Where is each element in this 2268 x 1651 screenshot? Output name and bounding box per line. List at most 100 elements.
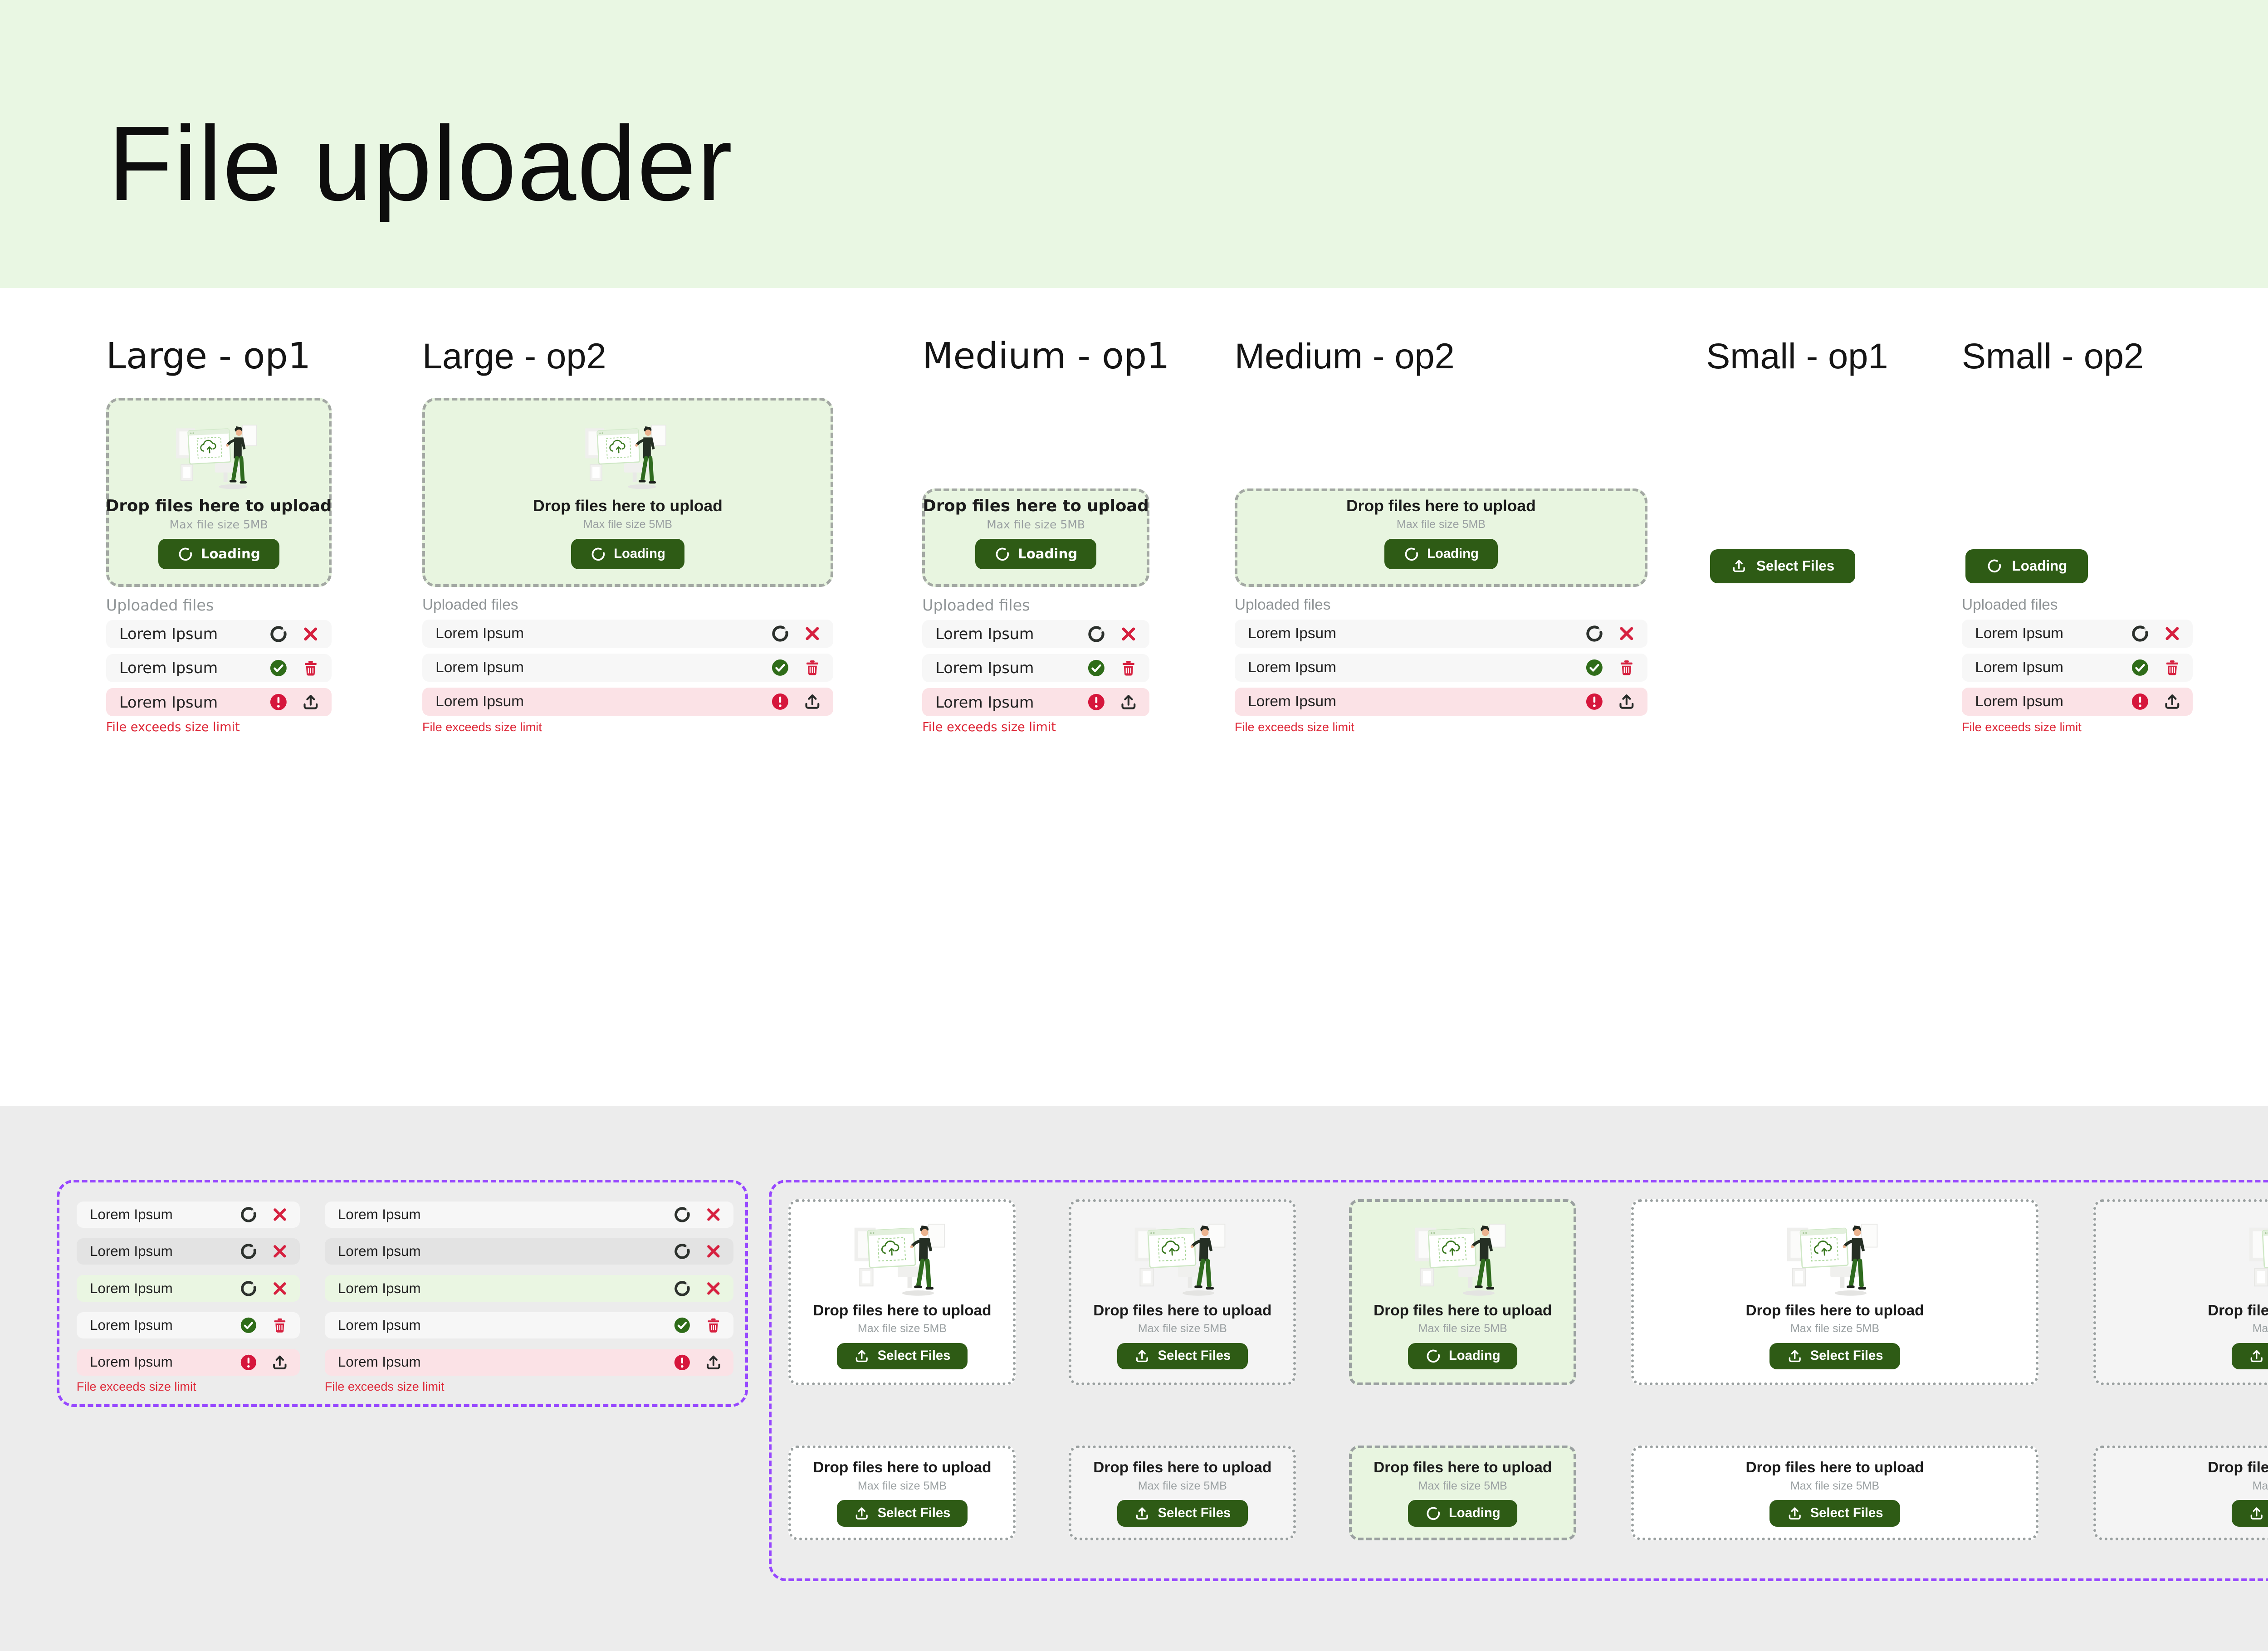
- upload-icon[interactable]: [704, 1353, 723, 1372]
- upload-icon: [1134, 1505, 1150, 1521]
- upload-icon[interactable]: [301, 693, 320, 712]
- select-files-button[interactable]: Select Files: [836, 1343, 968, 1370]
- select-files-button[interactable]: Select Files: [836, 1500, 968, 1527]
- trash-icon[interactable]: [1617, 658, 1636, 677]
- file-row: Lorem Ipsum: [324, 1201, 734, 1228]
- upload-icon[interactable]: [1617, 692, 1636, 711]
- loading-button[interactable]: Loading: [571, 538, 684, 569]
- uploaded-files-label: Uploaded files: [1961, 596, 2058, 613]
- spinner-icon: [1425, 1348, 1441, 1364]
- close-icon[interactable]: [271, 1242, 289, 1260]
- trash-icon[interactable]: [1119, 659, 1138, 678]
- spinner-icon: [1425, 1505, 1441, 1521]
- close-icon[interactable]: [704, 1242, 723, 1260]
- error-circle-icon: [771, 692, 790, 711]
- button-label: Select Files: [1158, 1505, 1231, 1520]
- file-name: Lorem Ipsum: [1975, 659, 2063, 676]
- dropzone-subtitle: Max file size 5MB: [2252, 1322, 2268, 1335]
- loading-button[interactable]: Loading: [158, 538, 279, 569]
- file-row: Lorem Ipsum: [922, 620, 1150, 649]
- button-label: Select Files: [1158, 1348, 1231, 1363]
- button-label: Select Files: [877, 1505, 951, 1520]
- file-name: Lorem Ipsum: [90, 1280, 173, 1296]
- file-row: Lorem Ipsum: [106, 654, 332, 683]
- trash-icon[interactable]: [803, 658, 822, 677]
- loading-button[interactable]: Loading: [1408, 1500, 1518, 1527]
- error-circle-icon: [269, 693, 288, 712]
- upload-icon[interactable]: [2163, 692, 2182, 711]
- uploaded-files-label: Uploaded files: [422, 596, 518, 613]
- close-icon[interactable]: [704, 1280, 723, 1298]
- loading-button[interactable]: Loading: [1965, 549, 2088, 583]
- file-row: Lorem Ipsum: [106, 688, 332, 717]
- uploaded-files-label: Uploaded files: [922, 596, 1030, 614]
- upload-icon: [1787, 1348, 1803, 1364]
- close-icon[interactable]: [301, 625, 320, 644]
- error-caption: File exceeds size limit: [1234, 719, 1354, 734]
- trash-icon[interactable]: [704, 1316, 723, 1334]
- spinner-icon: [1087, 625, 1106, 644]
- upload-icon[interactable]: [803, 692, 822, 711]
- select-files-button[interactable]: Select Files: [2231, 1343, 2268, 1370]
- file-row: Lorem Ipsum: [76, 1312, 300, 1339]
- error-circle-icon: [1087, 693, 1106, 712]
- spinner-icon: [994, 546, 1010, 562]
- dropzone-title: Drop files here to upload: [105, 497, 332, 516]
- close-icon[interactable]: [704, 1206, 723, 1224]
- error-circle-icon: [1585, 692, 1604, 711]
- trash-icon[interactable]: [271, 1316, 289, 1334]
- loading-button[interactable]: Loading: [975, 538, 1096, 569]
- close-icon[interactable]: [803, 624, 822, 643]
- check-circle-icon: [240, 1316, 258, 1334]
- upload-icon[interactable]: [271, 1353, 289, 1372]
- file-name: Lorem Ipsum: [935, 625, 1034, 643]
- loading-button[interactable]: Loading: [1408, 1343, 1518, 1370]
- file-row: Lorem Ipsum: [324, 1275, 734, 1302]
- dropzone-title: Drop files here to upload: [923, 497, 1149, 516]
- select-files-button[interactable]: Select Files: [1710, 549, 1856, 583]
- loading-button[interactable]: Loading: [1384, 538, 1498, 569]
- trash-icon[interactable]: [2163, 658, 2182, 677]
- check-circle-icon: [673, 1316, 691, 1334]
- button-label: Select Files: [877, 1348, 951, 1363]
- select-files-button[interactable]: Select Files: [2231, 1500, 2268, 1527]
- close-icon[interactable]: [2163, 624, 2182, 643]
- file-row: Lorem Ipsum: [922, 654, 1150, 683]
- trash-icon[interactable]: [301, 659, 320, 678]
- upload-icon: [1787, 1505, 1803, 1521]
- page-header: File uploader: [0, 0, 2268, 288]
- button-label: Select Files: [1756, 558, 1835, 574]
- upload-icon[interactable]: [1119, 693, 1138, 712]
- error-circle-icon: [673, 1353, 691, 1372]
- error-circle-icon: [2131, 692, 2150, 711]
- close-icon[interactable]: [271, 1280, 289, 1298]
- upload-icon: [854, 1348, 870, 1364]
- select-files-button[interactable]: Select Files: [1769, 1343, 1901, 1370]
- close-icon[interactable]: [1617, 624, 1636, 643]
- close-icon[interactable]: [271, 1206, 289, 1224]
- select-files-button[interactable]: Select Files: [1769, 1500, 1901, 1527]
- file-name: Lorem Ipsum: [935, 659, 1034, 677]
- select-files-button[interactable]: Select Files: [1117, 1500, 1248, 1527]
- close-icon[interactable]: [1119, 625, 1138, 644]
- select-files-button[interactable]: Select Files: [1117, 1343, 1248, 1370]
